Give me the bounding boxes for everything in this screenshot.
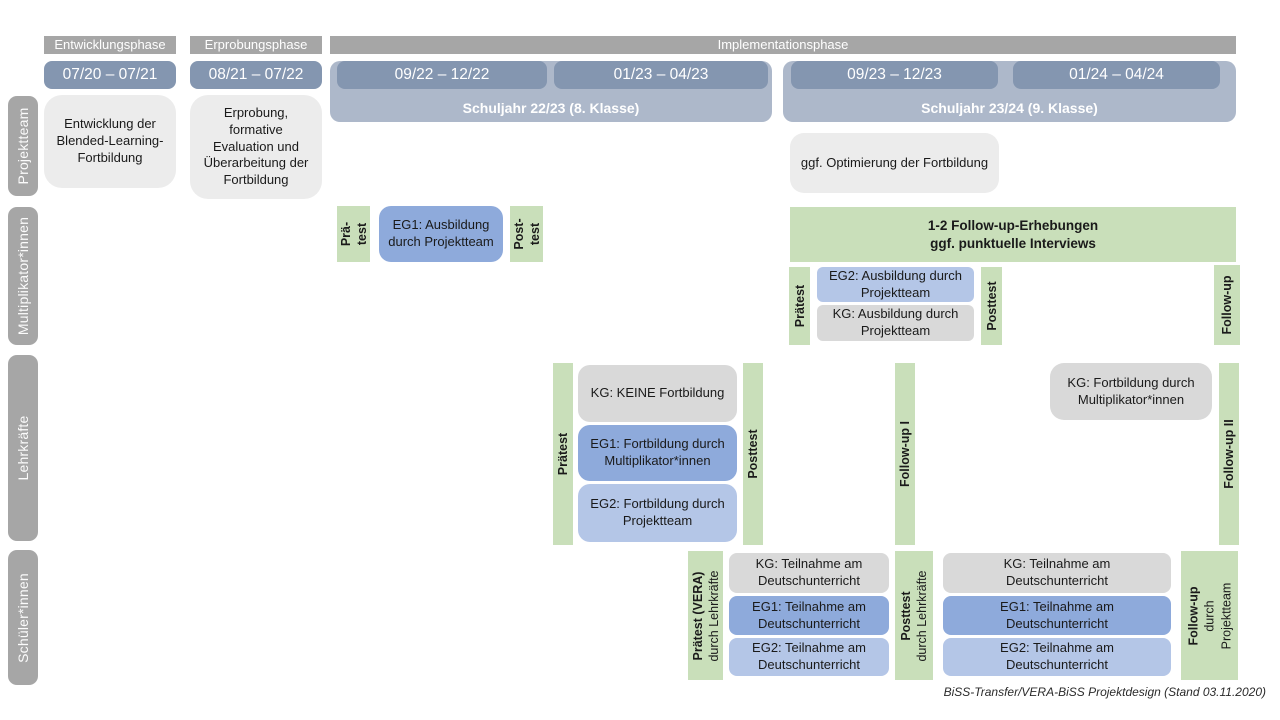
schueler-followup-bar: Follow-up durch Projektteam [1181,551,1238,680]
box-text-line: 1-2 Follow-up-Erhebungen [927,217,1099,233]
bar-text-line: Prätest (VERA) [690,571,705,660]
bar-text-line: test [527,222,542,246]
row-label-multiplikatorinnen: Multiplikator*innen [8,207,38,345]
row-label-projektteam: Projektteam [8,96,38,196]
schueler-posttest-bar: Posttest durch Lehrkräfte [895,551,933,680]
date-pill-0923-1223: 09/23 – 12/23 [791,61,998,89]
row-label-text: Projektteam [14,107,31,185]
date-pill-0922-1222: 09/22 – 12/22 [337,61,547,89]
date-pill-0124-0424: 01/24 – 04/24 [1013,61,1220,89]
box-text: EG2: Ausbildung durch Projektteam [829,267,962,300]
row-label-schuelerinnen: Schüler*innen [8,550,38,685]
bar-text-line: Posttest [984,281,999,331]
box-eg1-fortbildung-multiplikatoren: EG1: Fortbildung durch Multiplikator*inn… [578,425,737,481]
phase-bar-erprobungsphase: Erprobungsphase [190,36,322,54]
box-eg1-teilnahme-2: EG1: Teilnahme am Deutschunterricht [943,596,1171,635]
box-text: EG1: Ausbildung durch Projektteam [388,217,494,249]
box-text: KG: Ausbildung durch Projektteam [832,306,959,338]
bar-text-line: Posttest [898,590,913,641]
phase-bar-implementationsphase: Implementationsphase [330,36,1236,54]
lehrkraefte-followup1-bar: Follow-up I [895,363,915,545]
schueler-praetest-vera-bar: Prätest (VERA) durch Lehrkräfte [688,551,723,680]
box-eg2-teilnahme-2: EG2: Teilnahme am Deutschunterricht [943,638,1171,676]
box-erprobung-evaluation: Erprobung, formative Evaluation und Über… [190,95,322,199]
box-kg-teilnahme-2: KG: Teilnahme am Deutschunterricht [943,553,1171,593]
date-pill-0123-0423: 01/23 – 04/23 [554,61,768,89]
bar-text-line: Follow-up II [1221,419,1236,489]
date-pill-0821-0722: 08/21 – 07/22 [190,61,322,89]
date-pill-0720-0721: 07/20 – 07/21 [44,61,176,89]
bar-text-line: Prä- [338,221,353,247]
row-label-text: Lehrkräfte [14,415,31,481]
bar-text-line: test [354,222,369,246]
row-label-text: Schüler*innen [14,572,31,663]
bar-text-line: Prätest [555,432,570,476]
multiplikator-posttest2-bar: Posttest [981,267,1002,345]
multiplikator-followup-bar: Follow-up [1214,265,1240,345]
box-kg-fortbildung-multiplikatoren: KG: Fortbildung durch Multiplikator*inne… [1050,363,1212,420]
box-text: EG2: Teilnahme am Deutschunterricht [752,640,866,672]
phase-bar-entwicklungsphase: Entwicklungsphase [44,36,176,54]
bar-text-line: Follow-up [1219,275,1234,335]
box-text-line: ggf. punktuelle Interviews [930,235,1096,251]
bar-text-line: Posttest [745,429,760,479]
box-eg2-fortbildung-projektteam: EG2: Fortbildung durch Projektteam [578,484,737,542]
multiplikator-praetest2-bar: Prätest [789,267,810,345]
box-kg-ausbildung-projektteam: KG: Ausbildung durch Projektteam [817,305,974,341]
box-eg2-ausbildung-projektteam: EG2: Ausbildung durch Projektteam [817,267,974,302]
box-text: Erprobung, formative Evaluation und Über… [203,104,309,188]
multiplikator-praetest-bar: Prä- test [337,206,370,262]
bar-text-line: Follow-up [1186,585,1201,646]
row-label-lehrkraefte: Lehrkräfte [8,355,38,541]
bar-text-line: durch Lehrkräfte [915,569,929,662]
box-text: ggf. Optimierung der Fortbildung [800,154,989,170]
box-eg1-ausbildung-projektteam: EG1: Ausbildung durch Projektteam [379,206,503,262]
box-text: EG1: Teilnahme am Deutschunterricht [752,598,866,631]
schuljahr-2223-label: Schuljahr 22/23 (8. Klasse) [462,100,640,116]
bar-text-line: durch [1202,599,1217,632]
bar-text-line: Follow-up I [897,421,912,487]
bar-text-line: Projektteam [1218,582,1233,649]
box-text: EG1: Teilnahme am Deutschunterricht [1000,598,1114,631]
box-text: KG: Fortbildung durch Multiplikator*inne… [1067,374,1195,407]
box-text: EG2: Teilnahme am Deutschunterricht [1000,640,1114,672]
box-text: Entwicklung der Blended-Learning-Fortbil… [56,116,164,165]
box-text: EG2: Fortbildung durch Projektteam [590,496,725,528]
box-text: EG1: Fortbildung durch Multiplikator*inn… [590,436,725,468]
box-text: KG: Teilnahme am Deutschunterricht [1003,556,1111,588]
lehrkraefte-followup2-bar: Follow-up II [1219,363,1239,545]
multiplikator-posttest-bar: Post- test [510,206,543,262]
diagram-caption: BiSS-Transfer/VERA-BiSS Projektdesign (S… [943,685,1266,699]
box-eg1-teilnahme-1: EG1: Teilnahme am Deutschunterricht [729,596,889,635]
bar-text-line: durch Lehrkräfte [706,569,721,662]
lehrkraefte-posttest-bar: Posttest [743,363,763,545]
lehrkraefte-praetest-bar: Prätest [553,363,573,545]
bar-text-line: Post- [511,218,526,250]
box-text: KG: Teilnahme am Deutschunterricht [755,556,863,588]
schuljahr-2324-label: Schuljahr 23/24 (9. Klasse) [921,100,1098,116]
row-label-text: Multiplikator*innen [14,216,31,336]
box-followup-erhebungen: 1-2 Follow-up-Erhebungen ggf. punktuelle… [790,207,1236,262]
bar-text-line: Prätest [792,284,807,328]
box-optimierung-fortbildung: ggf. Optimierung der Fortbildung [790,133,999,193]
box-kg-teilnahme-1: KG: Teilnahme am Deutschunterricht [729,553,889,593]
box-text: KG: KEINE Fortbildung [590,385,725,401]
box-entwicklung-blended-learning: Entwicklung der Blended-Learning-Fortbil… [44,95,176,188]
box-kg-keine-fortbildung: KG: KEINE Fortbildung [578,365,737,422]
box-eg2-teilnahme-1: EG2: Teilnahme am Deutschunterricht [729,638,889,676]
